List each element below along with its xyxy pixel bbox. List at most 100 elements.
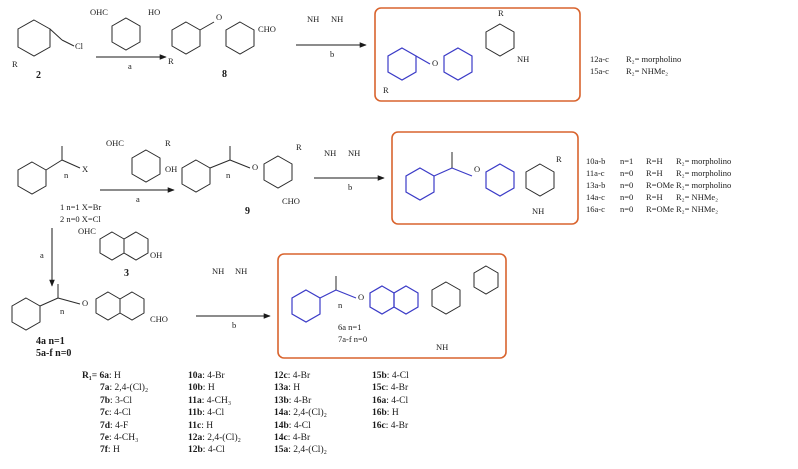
imine-label: NH (348, 148, 360, 158)
legend-14-n: n=0 (620, 192, 633, 202)
table-row: 10b: H (188, 383, 215, 394)
step-a-label: a (136, 194, 140, 204)
legend-10-n: n=1 (620, 156, 633, 166)
reagent-aldehyde-label: OHC (106, 138, 124, 148)
row1-product: O R NH R (383, 8, 529, 95)
row1-intermediate-8: O CHO R 8 (168, 12, 276, 80)
table-col-1: R₁= 6a: H 7a: 2,4-(Cl)₂ 7b: 3-Cl 7c: 4-C… (82, 370, 148, 457)
box-7-label: 7a-f n=0 (338, 334, 367, 344)
reagent-aldehyde-label: OHC (90, 7, 108, 17)
table-row: 12a: 2,4-(Cl)₂ (188, 433, 241, 444)
compound-2-label: 2 n=0 X=Cl (60, 214, 101, 224)
row2-reagent-biguanide: NH NH b (314, 148, 385, 192)
table-col-3: 12c: 4-Br 13a: H 13b: 4-Br 14a: 2,4-(Cl)… (274, 370, 327, 457)
legend-10-r: R=H (646, 156, 663, 166)
aldehyde-label: CHO (150, 314, 168, 324)
compound-9-label: 9 (245, 206, 250, 217)
legend-14-r2: R₂= NHMe₂ (676, 192, 718, 202)
row2-intermediate-9: n O R CHO 9 (181, 142, 302, 217)
ether-oxygen-label: O (432, 58, 438, 68)
table-row: 11c: H (188, 420, 214, 431)
table-row: 16c: 4-Br (372, 420, 409, 431)
legend-16-r2: R₂= NHMe₂ (676, 204, 718, 214)
imine-label: NH (235, 266, 247, 276)
table-row: 7d: 4-F (100, 420, 129, 431)
n-label: n (226, 170, 231, 180)
table-row: 14c: 4-Br (274, 433, 311, 444)
legend-13-r: R=OMe (646, 180, 674, 190)
table-col-2: 10a: 4-Br 10b: H 11a: 4-CH₃ 11b: 4-Cl 11… (188, 370, 241, 457)
table-row: 11a: 4-CH₃ (188, 395, 232, 406)
r1-label: R (168, 56, 174, 66)
ether-oxygen-label: O (358, 292, 364, 302)
legend-16: 16a-c (586, 204, 605, 214)
table-row: 12b: 4-Cl (188, 445, 225, 456)
row1-starting-material-2: Cl R 2 (12, 19, 84, 81)
legend-12: 12a-c (590, 54, 609, 64)
aldehyde-label: CHO (258, 24, 276, 34)
table-row: 13b: 4-Br (274, 395, 312, 406)
row1-reagent-biguanide: NH NH b (296, 14, 367, 59)
row2-product: O R NH (405, 152, 562, 216)
compound-8-label: 8 (222, 69, 227, 80)
compound-4-label: 4a n=1 (36, 336, 65, 347)
legend-13: 13a-b (586, 180, 605, 190)
table-row: 7a: 2,4-(Cl)₂ (100, 383, 149, 394)
n-label: n (338, 300, 343, 310)
n-label: n (64, 170, 69, 180)
legend-12-r2: R₂= morpholino (626, 54, 681, 64)
r1-label: R (383, 85, 389, 95)
ether-oxygen-label: O (474, 164, 480, 174)
table-col-4: 15b: 4-Cl 15c: 4-Br 16a: 4-Cl 16b: H 16c… (372, 370, 409, 432)
row3-product: n O 6a n=1 7a-f n=0 NH (291, 265, 499, 352)
legend-14: 14a-c (586, 192, 605, 202)
r1-label: R (12, 59, 18, 69)
table-row: 12c: 4-Br (274, 371, 311, 381)
legend-11: 11a-c (586, 168, 605, 178)
imine-label: NH (307, 14, 319, 24)
row2-starting-material: X n 1 n=1 X=Br 2 n=0 X=Cl (17, 146, 101, 224)
step-b-label: b (330, 49, 334, 59)
table-row: R₁= 6a: H (82, 371, 121, 381)
reagent-hydroxyl-label: HO (148, 7, 160, 17)
product-box-12-15 (374, 7, 581, 102)
legend-15: 15a-c (590, 66, 609, 76)
reagent-aldehyde-label: OHC (78, 226, 96, 236)
amine-label: NH (436, 342, 448, 352)
compound-5-label: 5a-f n=0 (36, 348, 71, 359)
aldehyde-label: CHO (282, 196, 300, 206)
product-box-6-7 (277, 253, 507, 359)
imine-label: NH (331, 14, 343, 24)
legend-16-n: n=0 (620, 204, 633, 214)
compound-1-label: 1 n=1 X=Br (60, 202, 101, 212)
row3-intermediate-4-5: n O CHO 4a n=1 5a-f n=0 (11, 284, 168, 359)
imine-label: NH (324, 148, 336, 158)
row1-reagent-phenol: OHC HO a (90, 7, 167, 71)
n-label: n (60, 306, 65, 316)
step-b-label: b (232, 320, 236, 330)
r-label: R (165, 138, 171, 148)
hydroxyl-label: OH (165, 164, 177, 174)
legend-10: 10a-b (586, 156, 605, 166)
amine-label: NH (517, 54, 529, 64)
step-a-label: a (40, 250, 44, 260)
legend-11-n: n=0 (620, 168, 633, 178)
product-box-10-16 (391, 131, 579, 225)
table-row: 15c: 4-Br (372, 383, 409, 394)
table-row: 11b: 4-Cl (188, 408, 225, 419)
legend-10-r2: R₂= morpholino (676, 156, 731, 166)
legend-16-r: R=OMe (646, 204, 674, 214)
r-label: R (296, 142, 302, 152)
table-row: 16b: H (372, 408, 399, 419)
step-b-label: b (348, 182, 352, 192)
table-row: 7b: 3-Cl (100, 395, 132, 406)
imine-label: NH (212, 266, 224, 276)
table-row: 10a: 4-Br (188, 371, 225, 381)
row3-reagent-biguanide: NH NH b (196, 266, 271, 330)
table-row: 13a: H (274, 383, 301, 394)
table-row: 14a: 2,4-(Cl)₂ (274, 408, 327, 419)
table-row: 15a: 2,4-(Cl)₂ (274, 445, 327, 456)
compound-2-label: 2 (36, 70, 41, 81)
r2-label: R (556, 154, 562, 164)
x-label: X (82, 164, 88, 174)
